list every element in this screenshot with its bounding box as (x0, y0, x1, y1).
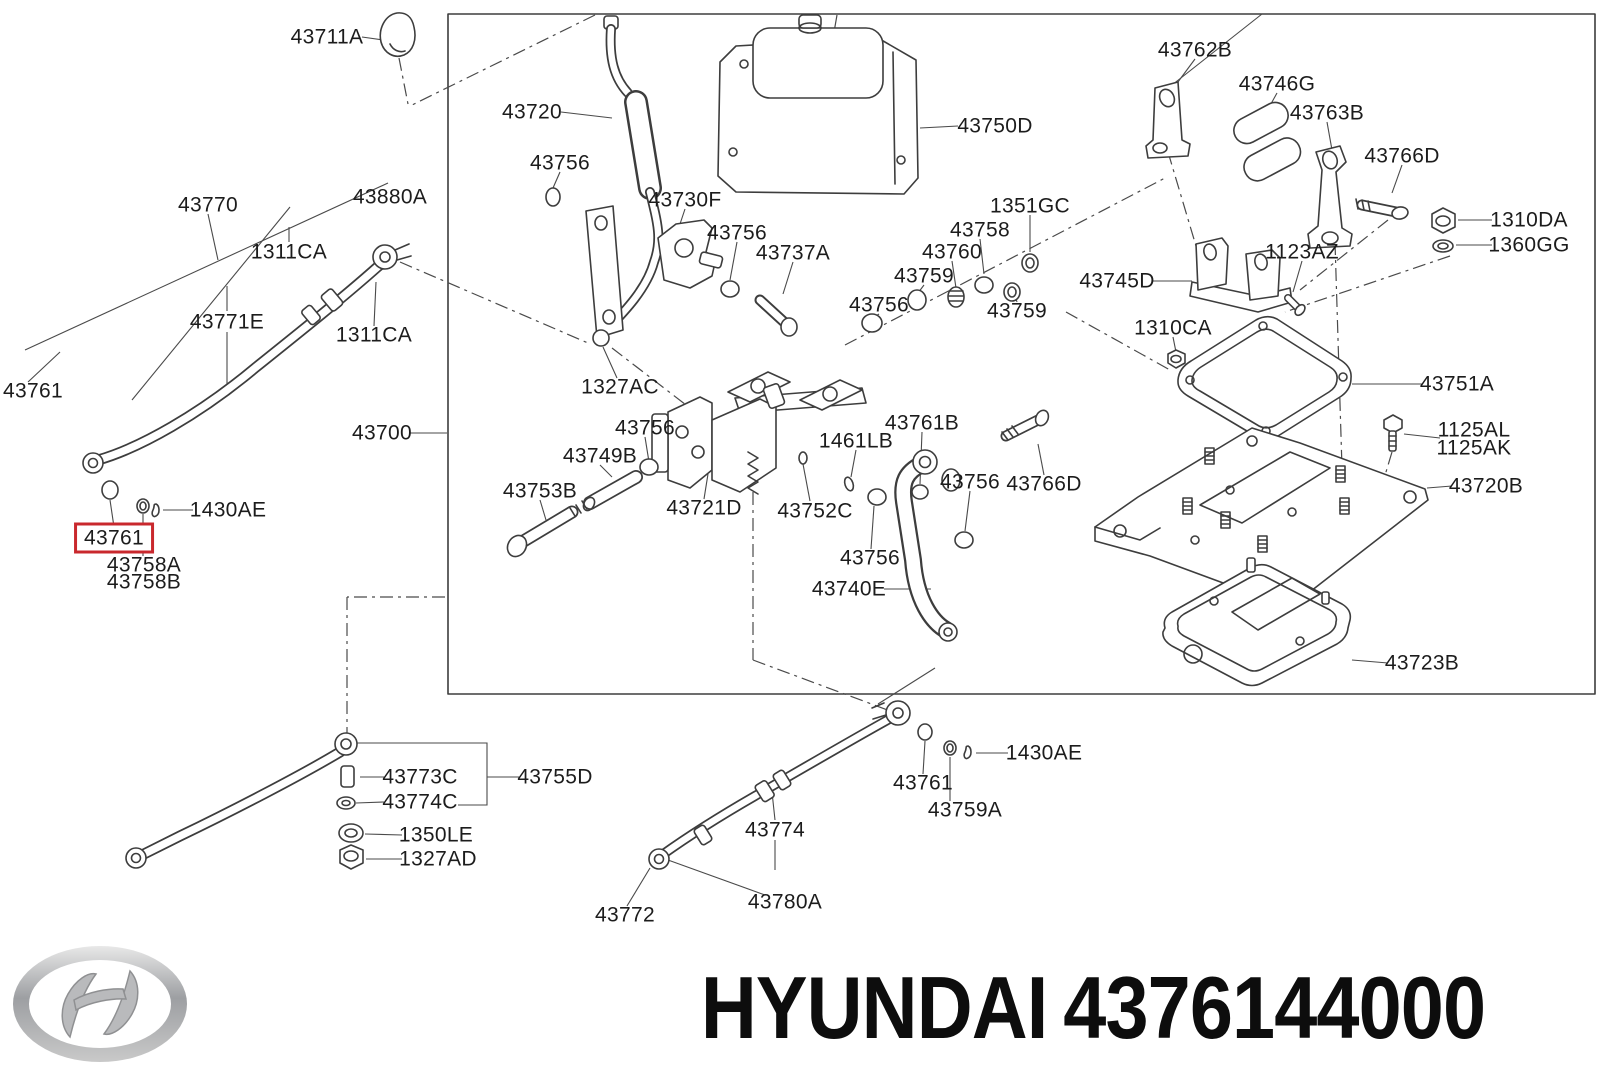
part-label-43774C-52: 43774C (382, 790, 458, 814)
lever-stopper-parts (1145, 81, 1456, 253)
part-label-1461LB-39: 1461LB (818, 429, 894, 453)
part-label-43756-41: 43756 (940, 470, 1000, 494)
part-label-43756-34: 43756 (615, 416, 675, 440)
footer-part-number: 4376144000 (1063, 958, 1486, 1057)
lever-bracket-part (545, 187, 624, 347)
part-label-43750D-4: 43750D (957, 114, 1033, 138)
part-label-43720-1: 43720 (502, 100, 562, 124)
part-label-43766D-42: 43766D (1006, 472, 1082, 496)
shift-rod-lower-left-part (125, 732, 364, 870)
part-label-1350LE-53: 1350LE (398, 823, 474, 847)
guide-bracket-parts (1167, 237, 1306, 369)
part-label-43763B-7: 43763B (1289, 101, 1365, 125)
part-label-43761-55: 43761 (893, 771, 953, 795)
part-label-1430AE-57: 1430AE (1005, 741, 1083, 765)
hyundai-logo (13, 946, 187, 1062)
part-label-43753B-36: 43753B (502, 479, 578, 503)
part-label-43700-30: 43700 (352, 421, 412, 445)
part-label-43880A-12: 43880A (352, 185, 428, 209)
pivot-bolt-part (1000, 409, 1050, 442)
part-label-43761B-40: 43761B (884, 411, 960, 435)
part-label-43756-23: 43756 (849, 293, 909, 317)
part-label-43746G-6: 43746G (1238, 72, 1316, 96)
part-label-43711A-0: 43711A (290, 25, 364, 49)
control-bracket-assembly (651, 371, 867, 495)
part-label-43780A-59: 43780A (747, 890, 823, 914)
part-label-43759A-56: 43759A (927, 798, 1003, 822)
part-label-43761-highlighted-45: 43761 (74, 522, 154, 554)
part-label-43740E-44: 43740E (811, 577, 887, 601)
part-label-43720B-33: 43720B (1448, 474, 1524, 498)
part-label-43756-2: 43756 (530, 151, 590, 175)
main-frame-box (447, 13, 1596, 695)
part-label-1311CA-13: 1311CA (250, 240, 328, 264)
shift-rod-lower-right-part (648, 700, 972, 870)
shift-housing-part (717, 14, 919, 195)
part-label-43772-60: 43772 (595, 903, 655, 927)
part-label-43771E-14: 43771E (189, 310, 265, 334)
footer-brand: HYUNDAI (700, 958, 1049, 1057)
part-label-1125AK-32: 1125AK (1436, 436, 1512, 460)
part-label-43774-58: 43774 (745, 818, 805, 842)
part-label-43745D-25: 43745D (1079, 269, 1155, 293)
part-label-1311CA-15: 1311CA (335, 323, 413, 347)
part-label-43761-29: 43761 (3, 379, 63, 403)
control-arm-part (867, 449, 974, 642)
part-label-1327AC-16: 1327AC (581, 375, 659, 399)
packing-plate-part (1094, 427, 1429, 602)
part-label-43755D-51: 43755D (517, 765, 593, 789)
part-label-1123AZ-26: 1123AZ (1265, 240, 1339, 264)
part-label-43758B-48: 43758B (106, 570, 182, 594)
pivot-pin-parts (506, 458, 659, 558)
part-label-43766D-8: 43766D (1364, 144, 1440, 168)
part-label-1360GG-10: 1360GG (1488, 233, 1570, 257)
part-label-1310CA-27: 1310CA (1134, 316, 1212, 340)
part-label-43760-20: 43760 (922, 240, 982, 264)
plate-bolt-part (1383, 414, 1403, 452)
part-label-1125AL-31: 1125AL (1437, 418, 1511, 442)
part-label-43756-43: 43756 (840, 546, 900, 570)
part-label-43723B-49: 43723B (1384, 651, 1460, 675)
shift-rod-upper-part (82, 243, 412, 518)
gasket-part (1177, 315, 1352, 441)
part-label-43721D-37: 43721D (666, 496, 742, 520)
part-label-43749B-35: 43749B (562, 444, 638, 468)
part-label-43759-22: 43759 (894, 264, 954, 288)
part-label-43752C-38: 43752C (777, 499, 853, 523)
part-label-1430AE-46: 1430AE (189, 498, 267, 522)
part-label-43759-24: 43759 (987, 299, 1047, 323)
part-label-1327AD-54: 1327AD (399, 847, 477, 871)
part-label-43758-19: 43758 (950, 218, 1010, 242)
part-label-43770-11: 43770 (178, 193, 238, 217)
part-label-43773C-50: 43773C (382, 765, 458, 789)
part-label-43730F-3: 43730F (648, 188, 722, 212)
part-label-43737A-18: 43737A (755, 241, 831, 265)
part-label-43751A-28: 43751A (1419, 372, 1495, 396)
switch-bracket-part (657, 219, 798, 337)
cover-pan-part (1162, 557, 1352, 687)
construction-lines (346, 14, 1451, 733)
shift-knob-part (379, 12, 416, 58)
part-label-43756-17: 43756 (707, 221, 767, 245)
bushing-cluster-parts (861, 253, 1039, 333)
part-label-1310DA-9: 1310DA (1490, 208, 1568, 232)
part-label-43762B-5: 43762B (1157, 38, 1233, 62)
part-label-1351GC-21: 1351GC (989, 194, 1071, 218)
part-label-43758A-47: 43758A (106, 553, 182, 577)
